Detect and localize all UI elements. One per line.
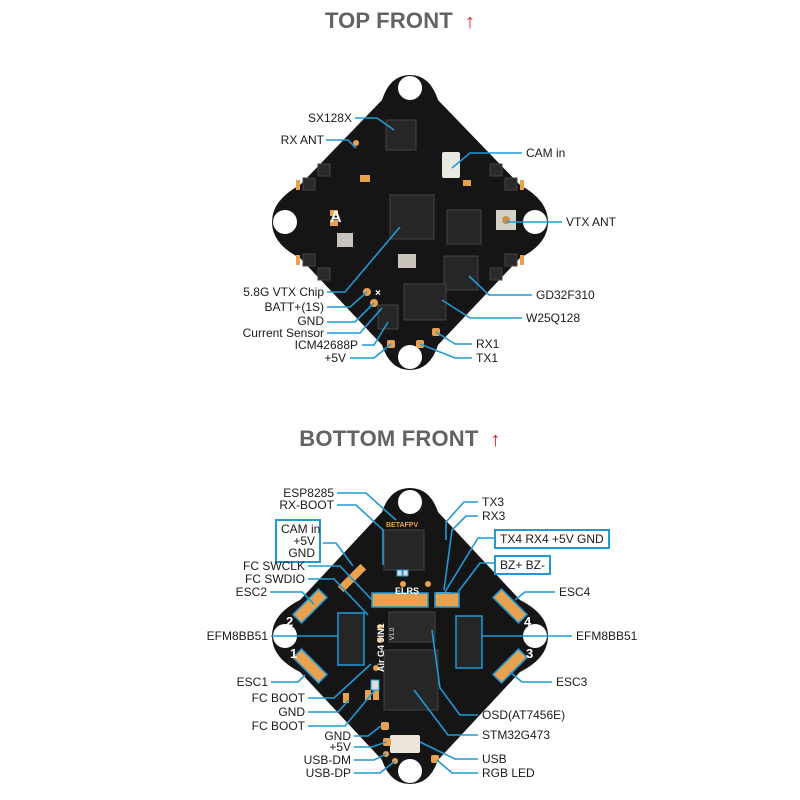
- label-osd-at7456e: OSD(AT7456E): [482, 708, 566, 722]
- label-usb-dp: USB-DP: [305, 766, 351, 780]
- label-rx3: RX3: [482, 509, 506, 523]
- label-cam-in: CAM in: [526, 146, 566, 160]
- silk-version: V1.0: [390, 627, 396, 640]
- top-front-title-text: TOP FRONT: [324, 8, 453, 33]
- label-w25q128: W25Q128: [526, 311, 581, 325]
- front-direction-arrow-icon: ↑: [464, 11, 476, 33]
- label-rx1: RX1: [476, 337, 500, 351]
- bottom-leader-lines: [270, 492, 572, 774]
- bottom-front-title: BOTTOM FRONT ↑: [0, 426, 800, 452]
- gd32-chip: [443, 255, 479, 291]
- label-rx-boot: RX-BOOT: [279, 498, 334, 512]
- label-fc-swdio: FC SWDIO: [245, 572, 305, 586]
- label-esc4: ESC4: [559, 585, 591, 599]
- efm8bb51-right-chip: [455, 615, 483, 669]
- label-gnd-usb: GND: [324, 729, 351, 743]
- top-pcb-board: A ×: [272, 75, 548, 370]
- stm32g473-chip: [383, 649, 439, 711]
- silk-motor-1: 1: [290, 646, 297, 661]
- cam-box-plus-5v: +5V: [293, 534, 315, 548]
- mcu-chip-area: [446, 209, 482, 245]
- label-rgb-led: RGB LED: [482, 766, 535, 780]
- cam-box-cam-in: CAM in: [281, 522, 321, 536]
- buzzer-pin-box: BZ+ BZ-: [494, 555, 552, 575]
- buzzer-pads: [434, 592, 460, 608]
- label-stm32g473: STM32G473: [482, 728, 551, 742]
- mount-hole-bottom-bottom: [398, 759, 422, 783]
- efm8bb51-left-chip: [337, 612, 365, 666]
- svg-text:A: A: [330, 209, 342, 226]
- silk-motor-4: 4: [524, 614, 532, 629]
- label-plus-5v-top: +5V: [324, 351, 346, 365]
- icm42688p-chip: [377, 304, 399, 330]
- cam-in-pin-box: CAM in +5V GND: [275, 519, 321, 563]
- label-5-8g-vtx-chip: 5.8G VTX Chip: [243, 285, 324, 299]
- mount-hole-bottom: [398, 345, 422, 369]
- usb-connector: [390, 735, 420, 753]
- label-fc-boot-1: FC BOOT: [251, 691, 305, 705]
- label-rx-ant: RX ANT: [280, 133, 324, 147]
- silk-model: Air G4 5IN1: [376, 623, 386, 672]
- label-esc2: ESC2: [235, 585, 267, 599]
- label-usb: USB: [482, 752, 507, 766]
- label-esc3: ESC3: [556, 675, 588, 689]
- mount-hole-top: [398, 76, 422, 100]
- uart4-pin-box: TX4 RX4 +5V GND: [494, 529, 610, 549]
- label-plus-5v-usb: +5V: [329, 740, 351, 754]
- label-gnd-boot: GND: [278, 705, 305, 719]
- bottom-front-title-text: BOTTOM FRONT: [299, 426, 479, 451]
- top-leader-lines: [326, 117, 562, 359]
- silk-brand: BETAFPV: [386, 522, 418, 529]
- label-tx3: TX3: [482, 495, 505, 509]
- front-direction-arrow-icon-bottom: ↑: [490, 429, 501, 451]
- vtx-chip: [389, 194, 435, 240]
- label-sx128x: SX128X: [307, 111, 352, 125]
- label-vtx-ant: VTX ANT: [566, 215, 617, 229]
- label-usb-dm: USB-DM: [303, 753, 351, 767]
- label-icm42688p: ICM42688P: [294, 338, 358, 352]
- label-esp8285: ESP8285: [283, 486, 334, 500]
- label-batt-plus-1s: BATT+(1S): [264, 300, 324, 314]
- label-tx1: TX1: [476, 351, 499, 365]
- mount-hole-top-bottom: [398, 490, 422, 514]
- osd-chip: [388, 611, 436, 643]
- top-front-title: TOP FRONT ↑: [0, 8, 800, 34]
- fc-boot-button: [370, 679, 380, 691]
- label-current-sensor: Current Sensor: [242, 326, 324, 340]
- label-fc-swclk: FC SWCLK: [242, 559, 305, 573]
- label-fc-boot-2: FC BOOT: [251, 719, 305, 733]
- label-gd32f310: GD32F310: [536, 288, 595, 302]
- cam-connector: [442, 152, 460, 178]
- sx128x-chip: [385, 119, 417, 151]
- svg-text:×: ×: [375, 288, 381, 299]
- silk-motor-2: 2: [286, 614, 293, 629]
- silk-elrs: ELRS: [395, 586, 419, 596]
- silk-motor-3: 3: [526, 646, 533, 661]
- label-efm8bb51-right: EFM8BB51: [576, 629, 638, 643]
- bottom-pcb-board: BETAFPV ELRS Air G4 5IN1 V1.0 1 2 3 4: [272, 488, 548, 784]
- cam-box-gnd: GND: [288, 546, 315, 560]
- label-esc1: ESC1: [236, 675, 268, 689]
- mount-hole-left: [273, 210, 297, 234]
- label-gnd-top: GND: [297, 314, 324, 328]
- esp8285-chip: [383, 529, 425, 571]
- label-efm8bb51-left: EFM8BB51: [206, 629, 268, 643]
